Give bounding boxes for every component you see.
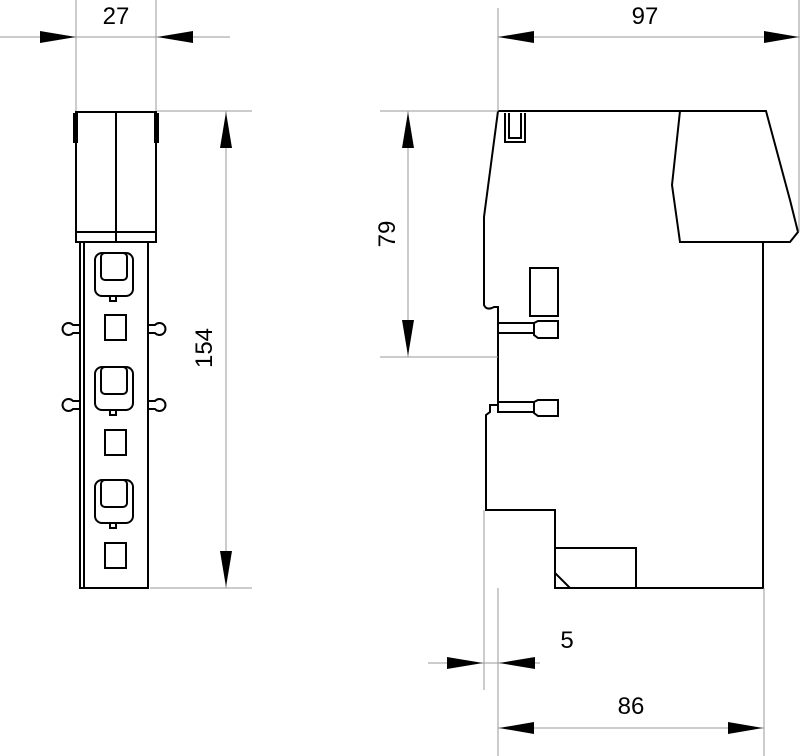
bottom-step — [554, 547, 637, 589]
mounting-ears — [61, 322, 167, 412]
dim-label-height: 154 — [191, 328, 218, 368]
dim-label-depth: 97 — [632, 3, 659, 30]
cap-tab-left — [73, 113, 78, 143]
arrow-left-icon — [498, 31, 534, 43]
arrow-right-icon — [40, 31, 76, 43]
arrow-right-icon — [447, 657, 483, 669]
dim-label-rail-height: 79 — [374, 221, 401, 248]
dimension-5: 5 — [428, 510, 574, 756]
arrow-left-icon — [499, 722, 534, 734]
arrow-right-icon — [728, 722, 763, 734]
side-body-outline — [483, 110, 800, 589]
squares — [104, 314, 127, 569]
terminal-1 — [497, 320, 559, 339]
dim-label-offset: 5 — [560, 627, 573, 654]
dim-label-base-depth: 86 — [618, 693, 645, 720]
arrow-down-icon — [402, 320, 414, 356]
dim-label-width: 27 — [103, 3, 130, 30]
front-body — [79, 241, 149, 589]
clips — [94, 252, 134, 529]
side-view — [483, 110, 800, 589]
dimension-86: 86 — [498, 588, 765, 756]
cap-tab-right — [154, 113, 159, 143]
terminal-2 — [497, 399, 559, 417]
clip-3 — [94, 479, 134, 529]
top-hook — [504, 113, 526, 143]
arrow-left-icon — [499, 657, 535, 669]
front-view — [61, 111, 167, 589]
arrow-right-icon — [764, 31, 799, 43]
label-window — [529, 267, 559, 317]
arrow-up-icon — [220, 112, 232, 148]
arrow-up-icon — [402, 112, 414, 148]
dimension-79: 79 — [374, 110, 498, 358]
dimension-97: 97 — [497, 0, 800, 232]
dimension-154: 154 — [150, 110, 252, 589]
clip-2 — [94, 366, 134, 416]
arrow-left-icon — [157, 31, 193, 43]
dimension-27: 27 — [0, 0, 230, 111]
clip-1 — [94, 252, 134, 302]
arrow-down-icon — [220, 551, 232, 587]
